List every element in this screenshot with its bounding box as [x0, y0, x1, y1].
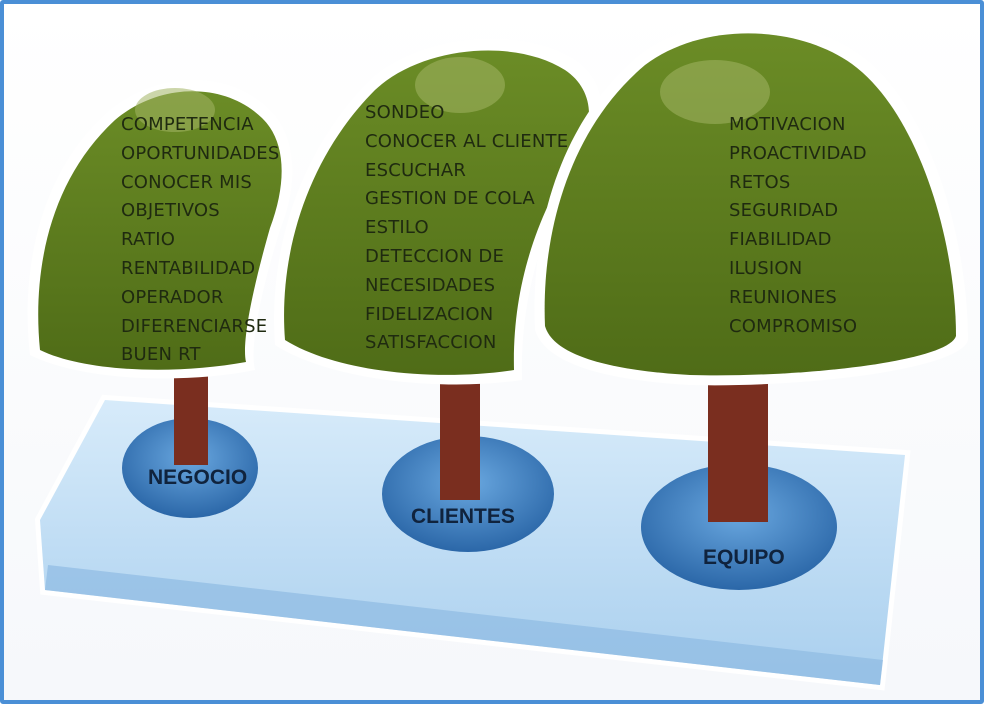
- list-item: RATIO: [121, 229, 176, 251]
- list-item: SATISFACCION: [365, 332, 497, 354]
- list-item: OBJETIVOS: [121, 200, 220, 222]
- list-item: OPERADOR: [121, 286, 224, 308]
- equipo-foliage: [534, 21, 968, 386]
- list-item: RETOS: [729, 171, 791, 193]
- list-item: SEGURIDAD: [729, 200, 839, 222]
- negocio-pool: [122, 418, 258, 518]
- list-item: PROACTIVIDAD: [729, 142, 867, 164]
- list-item: SONDEO: [365, 102, 445, 123]
- equipo-items: MOTIVACION PROACTIVIDAD RETOS SEGURIDAD …: [729, 111, 867, 341]
- list-item: REUNIONES: [729, 286, 838, 308]
- equipo-trunk: [708, 370, 768, 522]
- clientes-items: SONDEO CONOCER AL CLIENTE ESCUCHAR GESTI…: [365, 99, 568, 358]
- list-item: FIDELIZACION: [365, 303, 494, 325]
- list-item: DIFERENCIARSE: [121, 315, 268, 337]
- list-item: RENTABILIDAD: [121, 257, 256, 279]
- list-item: DETECCION DE: [365, 245, 505, 267]
- equipo-label: EQUIPO: [703, 546, 785, 569]
- clientes-foliage: [274, 38, 602, 385]
- negocio-foliage: [27, 80, 293, 379]
- list-item: COMPROMISO: [729, 315, 858, 337]
- list-item: CONOCER MIS: [121, 171, 253, 193]
- list-item: ESTILO: [365, 217, 429, 239]
- list-item: FIABILIDAD: [729, 229, 832, 251]
- list-item: GESTION DE COLA: [365, 188, 535, 210]
- list-item: OPORTUNIDADES: [121, 142, 280, 164]
- list-item: ILUSION: [729, 257, 803, 279]
- list-item: BUEN RT: [121, 344, 201, 366]
- list-item: COMPETENCIA: [121, 114, 254, 135]
- list-item: ESCUCHAR: [365, 159, 467, 181]
- clientes-label: CLIENTES: [411, 505, 515, 528]
- negocio-items: COMPETENCIA OPORTUNIDADES CONOCER MIS OB…: [121, 111, 279, 370]
- list-item: NECESIDADES: [365, 274, 496, 296]
- list-item: CONOCER AL CLIENTE: [365, 130, 569, 152]
- equipo-pool: [641, 464, 837, 590]
- negocio-label: NEGOCIO: [148, 466, 248, 489]
- list-item: MOTIVACION: [729, 114, 846, 135]
- clientes-trunk: [440, 370, 480, 500]
